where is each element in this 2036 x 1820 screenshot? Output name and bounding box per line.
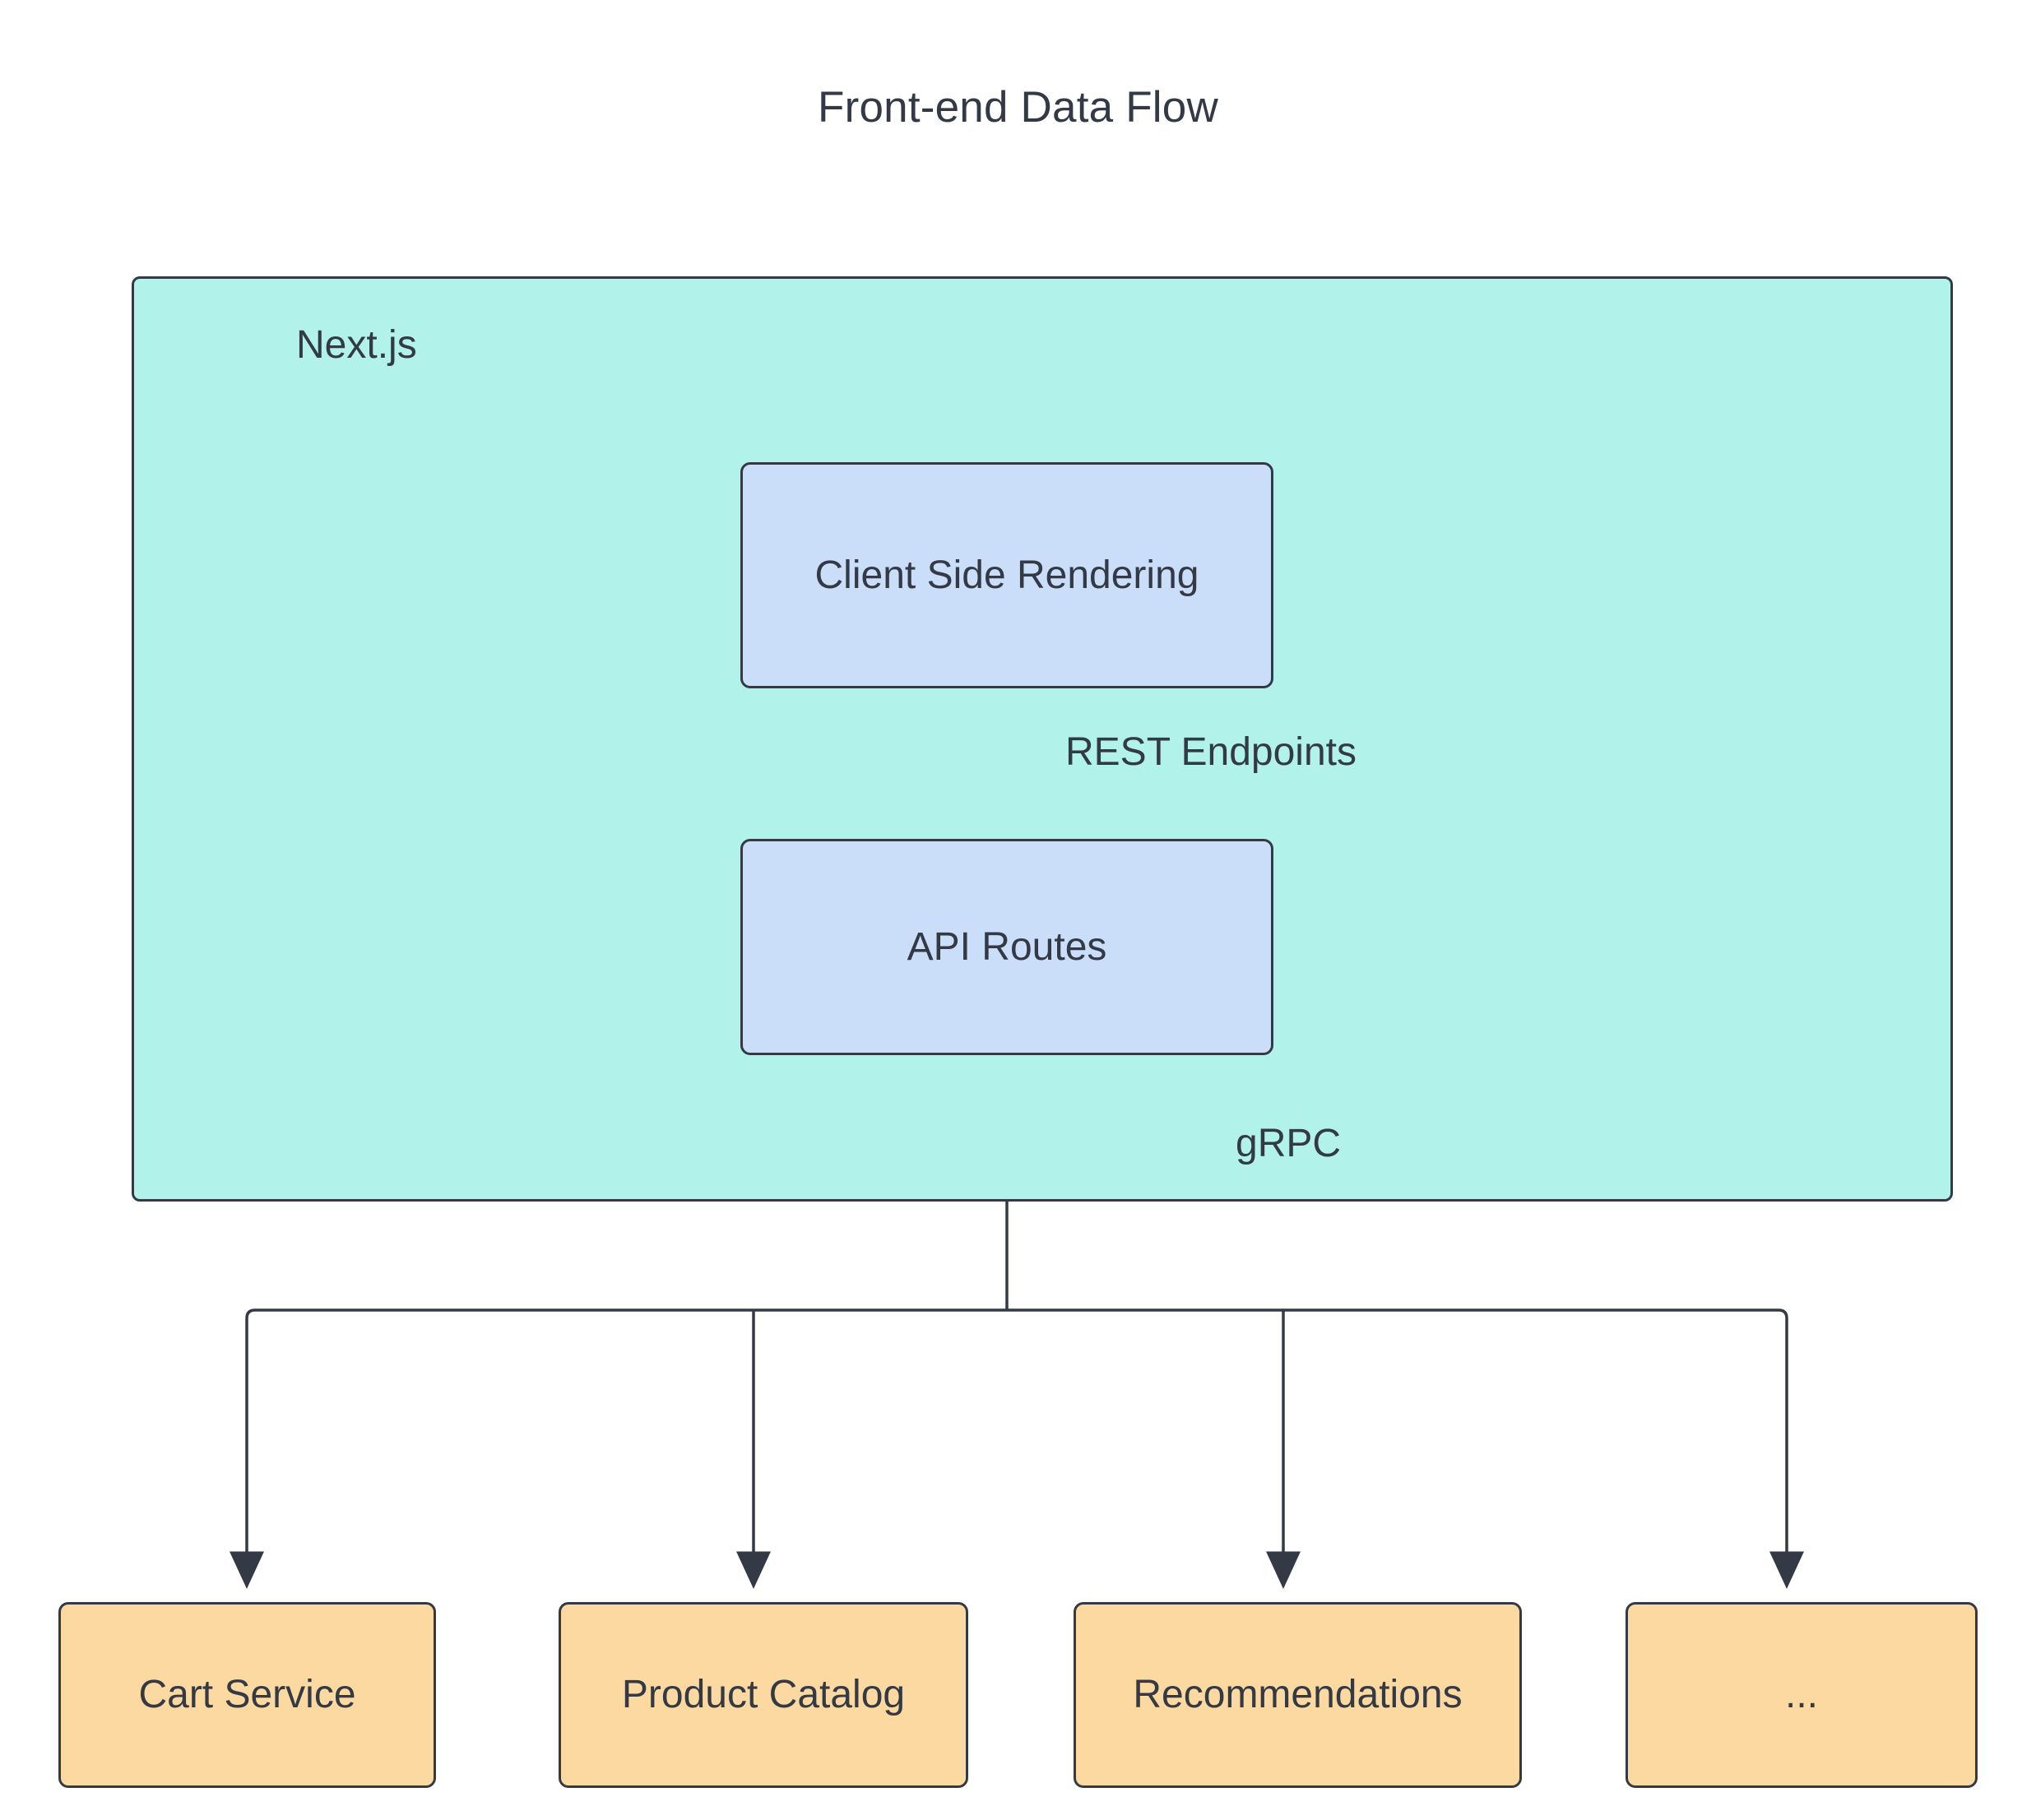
page-title: Front-end Data Flow	[818, 83, 1218, 132]
subgraph-nextjs-container	[132, 276, 1953, 1202]
node-client-side-rendering[interactable]: Client Side Rendering	[740, 462, 1273, 688]
edge-label-grpc: gRPC	[1236, 1122, 1342, 1165]
node-cart-service[interactable]: Cart Service	[58, 1602, 436, 1788]
edge-label-rest-endpoints: REST Endpoints	[1065, 730, 1357, 774]
node-recommendations[interactable]: Recommendations	[1074, 1602, 1522, 1788]
node-product-catalog[interactable]: Product Catalog	[559, 1602, 968, 1788]
subgraph-nextjs-label: Next.js	[296, 323, 417, 367]
node-api-routes[interactable]: API Routes	[740, 839, 1273, 1055]
edge-service-bus	[230, 1308, 1804, 1589]
node-more-services[interactable]: ...	[1626, 1602, 1978, 1788]
